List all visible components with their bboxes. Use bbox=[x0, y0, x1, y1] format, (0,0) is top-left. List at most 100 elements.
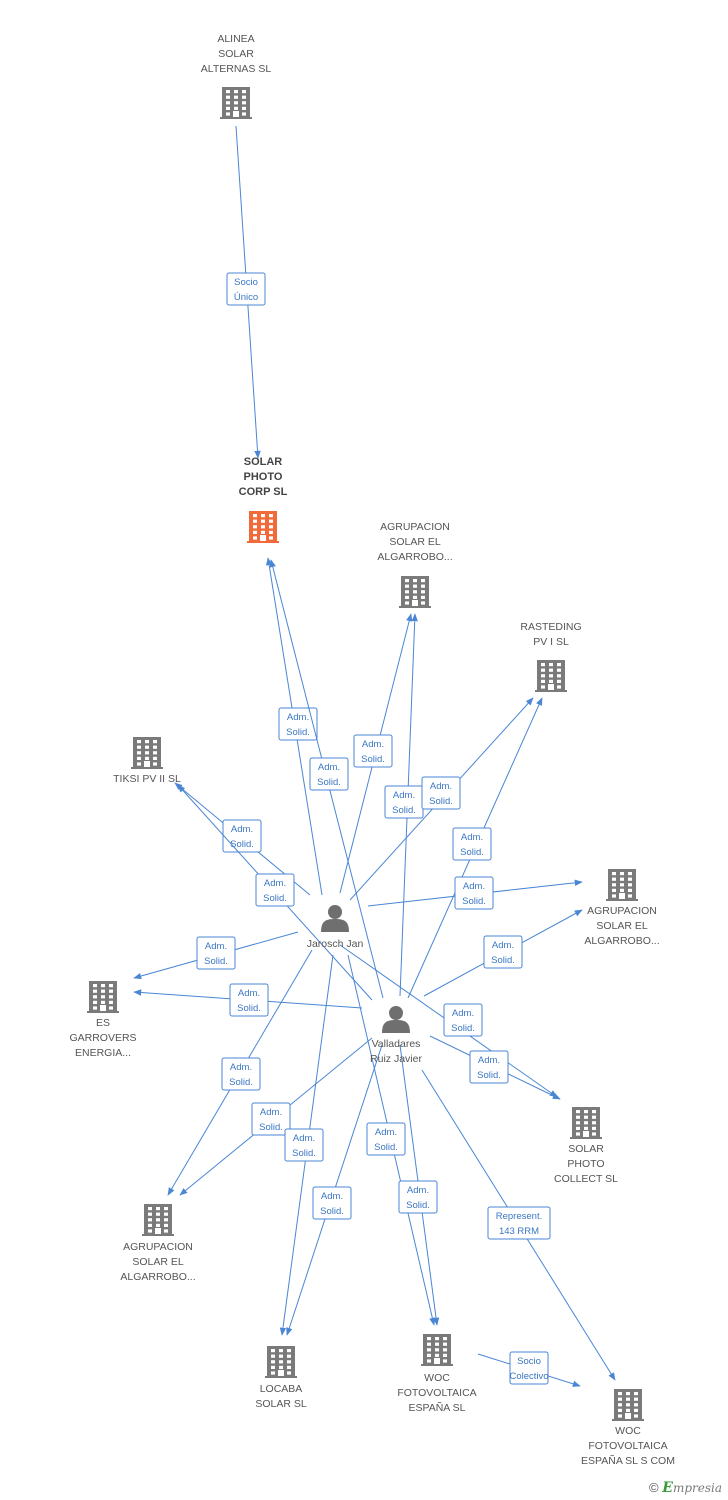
edge-valladares-to-agrup1[interactable]: Adm. Solid. bbox=[384, 613, 424, 997]
relation-label-box bbox=[509, 1351, 549, 1385]
node-label: ES bbox=[96, 1017, 110, 1029]
edge-valladares-to-woccom[interactable]: Represent.143 RRM bbox=[421, 1069, 616, 1381]
node-label: SOLAR bbox=[218, 48, 254, 60]
relation-label-box bbox=[366, 1122, 406, 1156]
node-label: ALGARROBO... bbox=[584, 935, 659, 947]
relation-label-text: Adm. bbox=[463, 881, 485, 892]
relation-label-box bbox=[312, 1186, 352, 1220]
empresia-logo[interactable]: Empresia bbox=[662, 1480, 722, 1496]
edge-jarosch-to-collect[interactable]: Adm.Solid. bbox=[339, 944, 558, 1098]
node-label: FOTOVOLTAICA bbox=[397, 1387, 476, 1399]
relation-label-text: Adm. bbox=[461, 832, 483, 843]
edge-valladares-to-agrup2[interactable]: Adm.Solid. bbox=[423, 909, 583, 997]
relation-label-text: Adm. bbox=[375, 1127, 397, 1138]
node-jarosch[interactable]: Jarosch Jan bbox=[307, 905, 364, 950]
node-label: ESPAÑA SL bbox=[408, 1401, 465, 1414]
relation-label-text: Solid. bbox=[392, 805, 416, 816]
building-icon bbox=[142, 1204, 174, 1236]
edge-valladares-to-rasteding[interactable]: Adm. Solid. bbox=[407, 697, 543, 999]
relation-label-text: Adm. bbox=[393, 790, 415, 801]
person-icon bbox=[321, 905, 349, 932]
node-tiksi[interactable]: TIKSI PV II SL bbox=[113, 737, 181, 785]
relation-label-text: Solid. bbox=[286, 727, 310, 738]
relation-label-box bbox=[196, 936, 236, 970]
relation-label-text: Adm. bbox=[260, 1107, 282, 1118]
edge-jarosch-to-agrup2[interactable]: Adm.Solid. bbox=[367, 876, 583, 910]
relation-label-text: Adm. bbox=[321, 1191, 343, 1202]
node-label: GARROVERS bbox=[69, 1032, 136, 1044]
relation-label-text: Solid. bbox=[406, 1200, 430, 1211]
relation-label-box bbox=[398, 1180, 438, 1214]
relation-label-box bbox=[309, 757, 349, 791]
building-icon bbox=[265, 1346, 297, 1378]
building-icon bbox=[247, 511, 279, 543]
node-alinea[interactable]: ALINEA SOLAR ALTERNAS SL bbox=[201, 33, 272, 119]
edge-jarosch-to-woc[interactable]: Adm. Solid. bbox=[347, 954, 436, 1326]
edge-jarosch-to-solarphoto[interactable]: Adm.Solid. bbox=[265, 557, 323, 896]
edge-jarosch-to-locaba[interactable]: Adm. Solid. bbox=[279, 954, 334, 1336]
relation-label-text: Adm. bbox=[293, 1133, 315, 1144]
edge-valladares-to-solarphoto[interactable]: Adm. Solid. bbox=[269, 559, 384, 999]
relation-label-text: Solid. bbox=[429, 796, 453, 807]
edge-valladares-to-woc[interactable]: Adm.Solid. bbox=[398, 1044, 440, 1326]
relation-label-box bbox=[222, 819, 262, 853]
edge-valladares-to-locaba[interactable]: Adm. Solid. bbox=[286, 1044, 383, 1336]
building-icon bbox=[131, 737, 163, 769]
relation-label-text: Solid. bbox=[292, 1148, 316, 1159]
relation-label-box bbox=[353, 734, 393, 768]
edge-valladares-to-garrovers[interactable]: Adm.Solid. bbox=[133, 983, 363, 1017]
edge-valladares-to-tiksi[interactable]: Adm.Solid. bbox=[177, 784, 373, 1001]
building-icon bbox=[570, 1107, 602, 1139]
relation-label-box bbox=[284, 1128, 324, 1162]
node-label: PHOTO bbox=[567, 1158, 604, 1170]
node-label: ESPAÑA SL S COM bbox=[581, 1454, 675, 1467]
node-label: COLLECT SL bbox=[554, 1173, 618, 1185]
node-label: RASTEDING bbox=[520, 621, 581, 633]
node-label: WOC bbox=[424, 1372, 450, 1384]
relation-label-box bbox=[487, 1206, 551, 1240]
building-icon bbox=[535, 660, 567, 692]
relation-label-box bbox=[443, 1003, 483, 1037]
node-label: ALINEA bbox=[217, 33, 254, 45]
edge-jarosch-to-agrup3[interactable]: Adm. Solid. bbox=[167, 949, 313, 1196]
node-label: Jarosch Jan bbox=[307, 938, 364, 950]
edge-valladares-to-collect[interactable]: Adm.Solid. bbox=[429, 1035, 561, 1100]
relation-label-text: Adm. bbox=[205, 941, 227, 952]
edge-valladares-to-agrup3[interactable]: Adm. Solid. bbox=[179, 1037, 373, 1196]
relation-label-box bbox=[229, 983, 269, 1017]
edge-jarosch-to-garrovers[interactable]: Adm.Solid. bbox=[133, 931, 299, 980]
relation-label-text: Adm. bbox=[478, 1055, 500, 1066]
node-label: SOLAR EL bbox=[596, 920, 648, 932]
node-label: TIKSI PV II SL bbox=[113, 773, 181, 785]
person-icon bbox=[382, 1006, 410, 1033]
building-icon bbox=[606, 869, 638, 901]
node-garrovers[interactable]: ESGARROVERSENERGIA... bbox=[69, 981, 137, 1059]
footer-brand: © Empresia bbox=[649, 1480, 722, 1496]
relation-label-text: Adm. bbox=[318, 762, 340, 773]
relation-label-text: Solid. bbox=[320, 1206, 344, 1217]
node-label: CORP SL bbox=[239, 486, 288, 498]
node-label: LOCABA bbox=[260, 1383, 303, 1395]
node-label: ALGARROBO... bbox=[377, 551, 452, 563]
edge-jarosch-to-rasteding[interactable]: Adm. Solid. bbox=[349, 697, 534, 901]
edge-jarosch-to-agrup1[interactable]: Adm. Solid. bbox=[339, 613, 413, 894]
relation-label-text: Adm. bbox=[231, 824, 253, 835]
relation-label-box bbox=[469, 1050, 509, 1084]
relation-label-text: Adm. bbox=[238, 988, 260, 999]
node-label: ALTERNAS SL bbox=[201, 63, 272, 75]
relation-label-text: Socio bbox=[517, 1356, 541, 1367]
node-woc[interactable]: WOC FOTOVOLTAICA ESPAÑA SL bbox=[397, 1334, 477, 1414]
node-label: SOLAR EL bbox=[389, 536, 441, 548]
